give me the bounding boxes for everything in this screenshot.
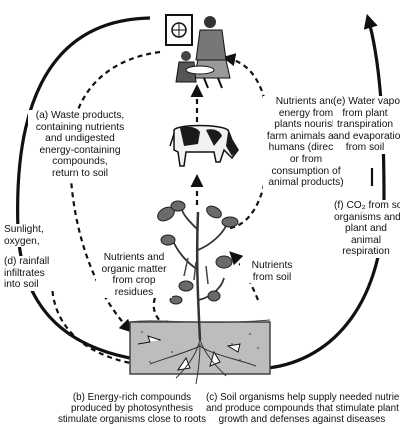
plant-to-people-dashed-arrow [222,53,270,230]
label-sunlight-oxygen: Sunlight,oxygen, [4,224,54,248]
rainfall-dashed-arrow [50,281,154,372]
crop-plant-illustration [149,200,257,385]
people-at-table-illustration [165,14,231,89]
water-vapor-arc-arrow [267,13,386,370]
sunlight-arc-arrow [16,16,163,369]
label-c-soil-organisms: (c) Soil organisms help supply needed nu… [206,392,400,426]
cow-illustration [169,124,239,167]
